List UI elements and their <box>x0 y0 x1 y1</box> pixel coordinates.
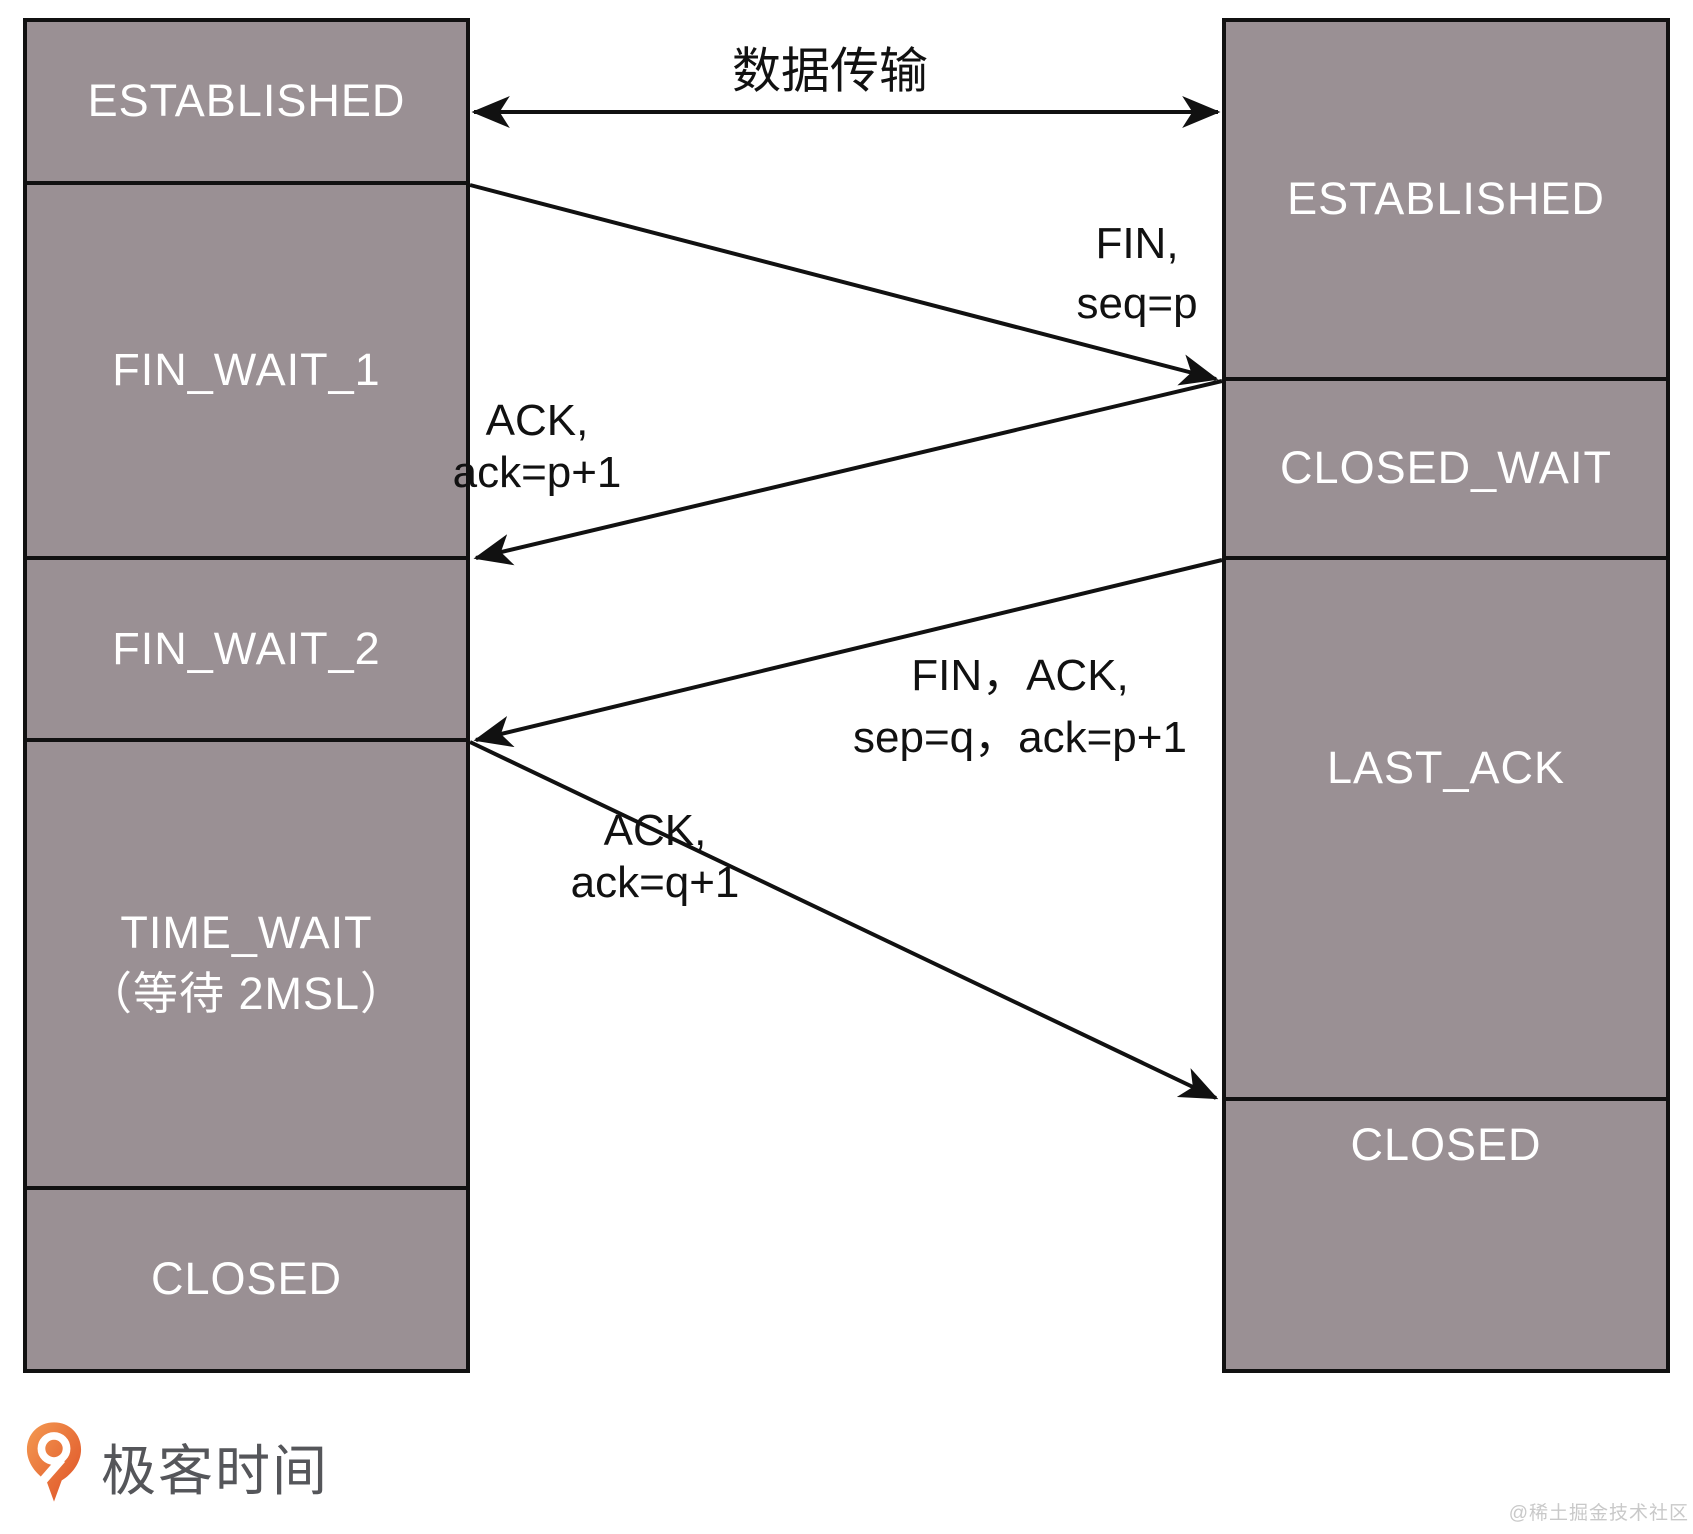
arrow-fin-ack-q <box>473 558 1223 748</box>
geektime-logo-icon <box>25 1420 83 1511</box>
state-label: ESTABLISHED <box>87 75 406 127</box>
state-label: FIN_WAIT_2 <box>112 622 381 674</box>
state-left-fin-wait-2: FIN_WAIT_2 <box>27 560 466 742</box>
state-label: TIME_WAIT <box>120 907 373 959</box>
state-right-established: ESTABLISHED <box>1226 22 1666 381</box>
label-fin-ack-q: FIN，ACK, sep=q，ack=p+1 <box>853 651 1187 762</box>
state-left-established: ESTABLISHED <box>27 22 466 185</box>
right-state-column: ESTABLISHED CLOSED_WAIT LAST_ACK CLOSED <box>1222 18 1670 1373</box>
state-label: ESTABLISHED <box>1287 173 1605 225</box>
label-data-transfer: 数据传输 <box>731 44 929 99</box>
label-ack-p1: ACK, ack=p+1 <box>452 396 622 497</box>
state-label: CLOSED <box>1350 1119 1542 1170</box>
state-label: FIN_WAIT_1 <box>112 344 381 396</box>
state-right-closed: CLOSED <box>1226 1101 1666 1369</box>
geektime-logo-text: 极客时间 <box>101 1439 330 1502</box>
left-state-column: ESTABLISHED FIN_WAIT_1 FIN_WAIT_2 TIME_W… <box>23 18 470 1373</box>
state-label: LAST_ACK <box>1326 742 1566 794</box>
state-right-closed-wait: CLOSED_WAIT <box>1226 381 1666 560</box>
arrow-ack-q1 <box>469 740 1219 1100</box>
arrow-ack-p1 <box>473 379 1223 566</box>
state-left-time-wait: TIME_WAIT （等待 2MSL） <box>27 742 466 1190</box>
state-left-fin-wait-1: FIN_WAIT_1 <box>27 185 466 560</box>
watermark: @稀土掘金技术社区 <box>1508 1503 1689 1524</box>
state-label: CLOSED <box>150 1253 343 1305</box>
arrow-fin-seq-p <box>469 183 1219 386</box>
state-label: CLOSED_WAIT <box>1280 442 1612 494</box>
state-left-closed: CLOSED <box>27 1190 466 1369</box>
label-fin-seq-p: FIN, seq=p <box>1076 219 1198 328</box>
geektime-logo: 极客时间 <box>25 1420 329 1511</box>
state-sublabel: （等待 2MSL） <box>86 968 407 1019</box>
state-right-last-ack: LAST_ACK <box>1226 560 1666 1101</box>
label-ack-q1: ACK, ack=q+1 <box>570 806 740 907</box>
